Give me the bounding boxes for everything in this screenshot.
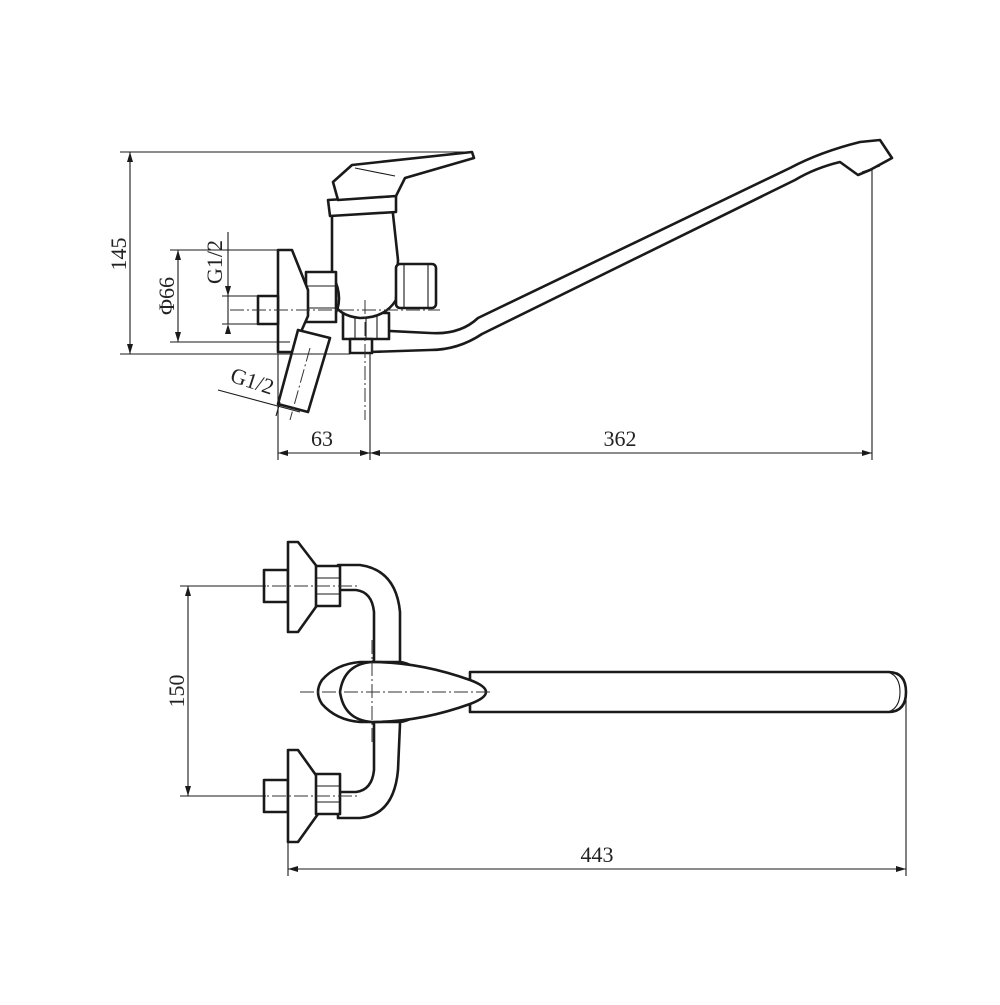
dim-total-length: 443: [287, 692, 907, 876]
dim-offset-label: 63: [311, 426, 333, 451]
lever-handle: [331, 150, 476, 202]
dim-thread-inlet: G1/2: [202, 232, 262, 334]
dim-thread-outlet-label: G1/2: [228, 362, 278, 399]
dim-height-label: 145: [106, 238, 131, 271]
upper-inlet: [262, 540, 342, 634]
dim-height: 145: [106, 151, 470, 355]
dim-center-distance-label: 150: [164, 675, 189, 708]
dim-thread-inlet-label: G1/2: [202, 240, 227, 284]
spout: [368, 138, 894, 354]
side-view: 145 Φ66 G1/2 G1/2: [106, 138, 894, 460]
aerator-tip: [861, 165, 881, 173]
dim-center-distance: 150: [164, 585, 266, 797]
dim-spout-reach-label: 362: [604, 426, 637, 451]
dim-horizontal-side: 63 362: [277, 168, 873, 460]
diverter-knob: [394, 262, 438, 310]
dim-diameter: Φ66: [154, 249, 290, 343]
wall-flange: [276, 248, 310, 354]
dim-diameter-label: Φ66: [154, 277, 179, 315]
top-view: 150 443: [164, 540, 908, 876]
dim-total-length-label: 443: [581, 842, 614, 867]
inlet-nut: [304, 270, 338, 324]
spout-top: [468, 670, 908, 714]
